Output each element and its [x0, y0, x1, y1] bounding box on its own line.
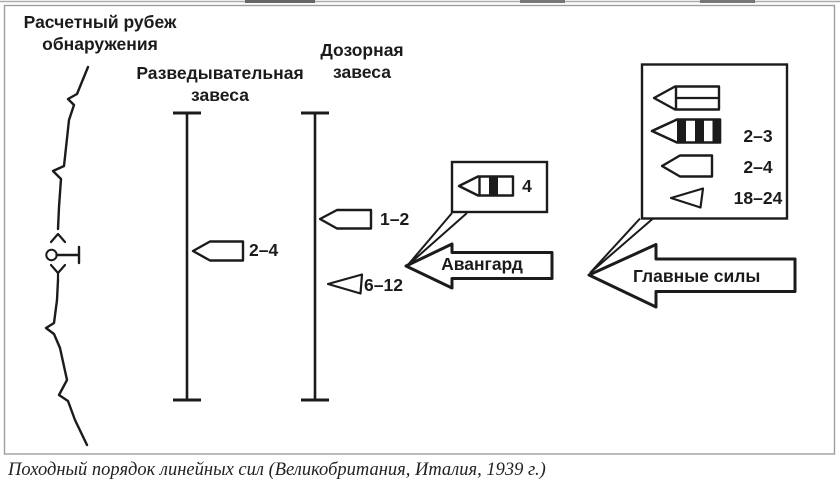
legend-count-hatched-ship: 2–3	[743, 126, 773, 146]
main-forces-arrow-label: Главные силы	[633, 266, 761, 286]
aircraft-icon	[45, 245, 81, 265]
patrol-screen-destroyer-symbol	[326, 273, 364, 295]
legend-count-destroyer: 18–24	[733, 188, 783, 208]
line-break-chevron-down	[49, 263, 67, 282]
patrol-screen-label: Дозорная завеса	[320, 40, 404, 82]
legend-count-cruiser: 2–4	[743, 157, 773, 177]
patrol-screen-line	[301, 111, 329, 402]
recon-screen-line	[173, 111, 201, 402]
hatched-ship-symbol	[650, 118, 722, 144]
recon-screen-count: 2–4	[249, 240, 279, 260]
hatched-ship-symbol	[457, 175, 515, 197]
recon-screen-label: Разведывательная завеса	[136, 63, 304, 105]
battleship-symbol	[652, 85, 721, 111]
legend-box	[640, 63, 789, 220]
patrol-destroyer-count: 6–12	[364, 275, 403, 295]
vanguard-arrow-label: Авангард	[441, 254, 523, 274]
recon-screen-cruiser-symbol	[191, 240, 245, 262]
destroyer-triangle-symbol	[669, 187, 705, 209]
detection-line-label: Расчетный рубеж обнаружения	[23, 12, 177, 54]
detection-line	[44, 65, 90, 447]
vanguard-arrow	[404, 242, 554, 290]
patrol-screen-cruiser-symbol	[318, 208, 373, 230]
vanguard-callout-lines	[406, 212, 468, 267]
line-break-chevron-up	[49, 232, 67, 244]
patrol-ship-count: 1–2	[380, 209, 410, 229]
cruiser-symbol	[660, 154, 714, 178]
main-forces-arrow	[587, 243, 797, 309]
vanguard-box-count: 4	[522, 176, 532, 196]
vanguard-composition-box	[450, 160, 549, 214]
diagram-frame	[3, 4, 836, 455]
figure-caption: Походный порядок линейных сил (Великобри…	[8, 460, 546, 480]
main-forces-callout-lines	[589, 217, 654, 274]
